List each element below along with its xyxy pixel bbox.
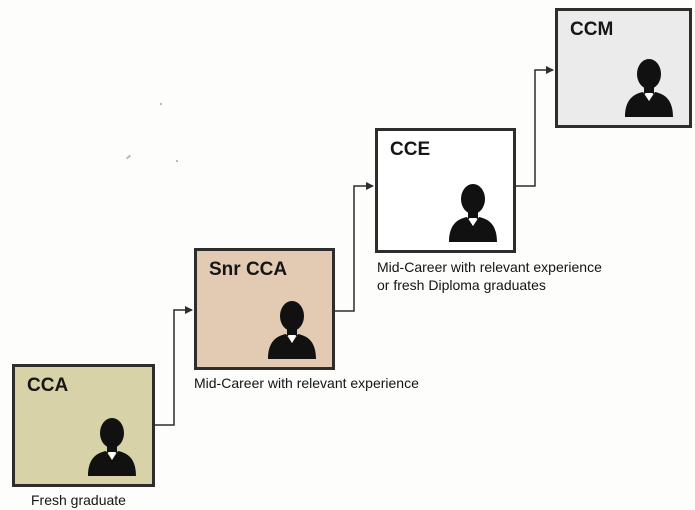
- role-title-cca: CCA: [27, 375, 69, 396]
- caption-line: Mid-Career with relevant experience: [377, 259, 602, 275]
- caption-line: Fresh graduate: [31, 492, 126, 508]
- role-title-snr-cca: Snr CCA: [209, 259, 288, 280]
- role-box-cce: CCE: [375, 128, 516, 253]
- caption-line: or fresh Diploma graduates: [377, 277, 546, 293]
- person-silhouette-icon: [88, 418, 136, 476]
- scan-speck: [160, 103, 162, 105]
- role-caption-snr-cca: Mid-Career with relevant experience: [194, 374, 419, 392]
- role-box-cca: CCA: [12, 364, 155, 487]
- person-silhouette-icon: [449, 184, 497, 242]
- role-title-ccm: CCM: [570, 19, 614, 40]
- connector-snr-cca-to-cce: [335, 182, 374, 312]
- connector-cca-to-snr-cca: [155, 306, 193, 426]
- scan-speck: [176, 160, 178, 162]
- connector-cce-to-ccm: [516, 66, 554, 187]
- role-title-cce: CCE: [390, 139, 431, 160]
- role-box-snr-cca: Snr CCA: [194, 248, 335, 370]
- caption-line: Mid-Career with relevant experience: [194, 375, 419, 391]
- role-caption-cca: Fresh graduate: [31, 491, 126, 509]
- role-box-ccm: CCM: [555, 8, 692, 128]
- person-silhouette-icon: [625, 59, 673, 117]
- person-silhouette-icon: [268, 301, 316, 359]
- role-caption-cce: Mid-Career with relevant experience or f…: [377, 258, 602, 294]
